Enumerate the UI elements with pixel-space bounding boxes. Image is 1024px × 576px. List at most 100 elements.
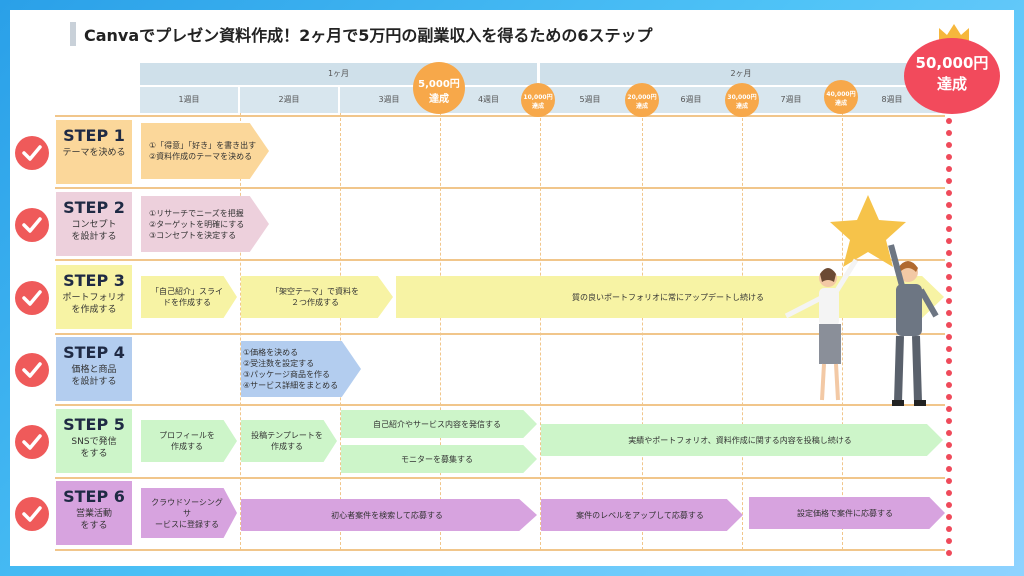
goal-line-dot bbox=[946, 202, 952, 208]
title-accent bbox=[70, 22, 76, 46]
goal-line-dot bbox=[946, 154, 952, 160]
check-icon bbox=[15, 281, 49, 315]
goal-line-dot bbox=[946, 214, 952, 220]
goal-line-dot bbox=[946, 226, 952, 232]
task-arrow: 「自己紹介」スライ ドを作成する bbox=[141, 276, 237, 318]
step-number: STEP 6 bbox=[63, 487, 125, 506]
task-arrow: 実績やポートフォリオ、資料作成に関する内容を投稿し続ける bbox=[541, 424, 943, 456]
task-arrow: 初心者案件を検索して応募する bbox=[241, 499, 537, 531]
gridline bbox=[540, 113, 541, 550]
month-header-1: 1ヶ月 bbox=[140, 63, 537, 85]
task-arrow: クラウドソーシングサ ービスに登録する bbox=[141, 488, 237, 538]
goal-line-dot bbox=[946, 442, 952, 448]
goal-line-dot bbox=[946, 430, 952, 436]
goal-line-dot bbox=[946, 250, 952, 256]
row-separator bbox=[55, 259, 945, 261]
goal-line-dot bbox=[946, 178, 952, 184]
month-header-2: 2ヶ月 bbox=[540, 63, 942, 85]
goal-line-dot bbox=[946, 274, 952, 280]
goal-line-dot bbox=[946, 334, 952, 340]
star-icon bbox=[830, 195, 906, 267]
goal-line-dot bbox=[946, 322, 952, 328]
step-6-label: STEP 6 営業活動 をする bbox=[56, 481, 132, 545]
goal-line-dot bbox=[946, 538, 952, 544]
goal-line-dot bbox=[946, 298, 952, 304]
check-icon bbox=[15, 136, 49, 170]
goal-line-dot bbox=[946, 286, 952, 292]
goal-line-dot bbox=[946, 346, 952, 352]
milestone-5000: 5,000円 達成 bbox=[413, 62, 465, 114]
goal-line-dot bbox=[946, 358, 952, 364]
goal-line-dot bbox=[946, 238, 952, 244]
check-icon bbox=[15, 425, 49, 459]
gridline bbox=[742, 113, 743, 550]
goal-line-dot bbox=[946, 166, 952, 172]
task-arrow: ①リサーチでニーズを把握 ②ターゲットを明確にする ③コンセプトを決定する bbox=[141, 196, 269, 252]
goal-line-dot bbox=[946, 490, 952, 496]
row-separator bbox=[55, 477, 945, 479]
gridline bbox=[440, 113, 441, 550]
goal-line-dot bbox=[946, 502, 952, 508]
check-icon bbox=[15, 353, 49, 387]
step-number: STEP 5 bbox=[63, 415, 125, 434]
goal-badge: 50,000円 達成 bbox=[904, 38, 1000, 114]
step-number: STEP 1 bbox=[63, 126, 125, 145]
crown-icon bbox=[937, 22, 971, 48]
goal-line-dot bbox=[946, 526, 952, 532]
goal-line-dot bbox=[946, 418, 952, 424]
celebration-illustration bbox=[784, 195, 939, 406]
step-number: STEP 3 bbox=[63, 271, 125, 290]
goal-line-dot bbox=[946, 550, 952, 556]
goal-line-dot bbox=[946, 142, 952, 148]
milestone-10000: 10,000円 達成 bbox=[521, 83, 555, 117]
step-5-label: STEP 5 SNSで発信 をする bbox=[56, 409, 132, 473]
step-title: ポートフォリオ を作成する bbox=[62, 293, 126, 315]
gridline bbox=[240, 113, 241, 550]
task-arrow: 「架空テーマ」で資料を ２つ作成する bbox=[241, 276, 393, 318]
task-arrow: 設定価格で案件に応募する bbox=[749, 497, 945, 529]
task-arrow: ①価格を決める ②受注数を設定する ③パッケージ商品を作る ④サービス詳細をまと… bbox=[241, 341, 361, 397]
task-arrow: モニターを募集する bbox=[341, 445, 537, 473]
row-separator bbox=[55, 187, 945, 189]
goal-line-dot bbox=[946, 382, 952, 388]
week-header-2: 2週目 bbox=[240, 87, 338, 113]
goal-line-dot bbox=[946, 130, 952, 136]
goal-line-dot bbox=[946, 466, 952, 472]
step-title: SNSで発信 をする bbox=[71, 437, 117, 459]
goal-line-dot bbox=[946, 190, 952, 196]
goal-line-dot bbox=[946, 118, 952, 124]
week-header-5: 5週目 bbox=[540, 87, 640, 113]
task-arrow: 案件のレベルをアップして応募する bbox=[541, 499, 743, 531]
gridline bbox=[340, 113, 341, 550]
milestone-30000: 30,000円 達成 bbox=[725, 83, 759, 117]
row-separator bbox=[55, 404, 945, 406]
step-title: 営業活動 をする bbox=[75, 509, 112, 531]
check-icon bbox=[15, 497, 49, 531]
step-number: STEP 2 bbox=[63, 198, 125, 217]
step-3-label: STEP 3 ポートフォリオ を作成する bbox=[56, 265, 132, 329]
goal-line-dot bbox=[946, 478, 952, 484]
step-4-label: STEP 4 価格と商品 を設計する bbox=[56, 337, 132, 401]
step-1-label: STEP 1 テーマを決める bbox=[56, 120, 132, 184]
milestone-40000: 40,000円 達成 bbox=[824, 80, 858, 114]
gridline bbox=[642, 113, 643, 550]
task-arrow: 質の良いポートフォリオに常にアップデートし続ける bbox=[396, 276, 944, 318]
check-icon bbox=[15, 208, 49, 242]
step-title: 価格と商品 を設計する bbox=[71, 365, 117, 387]
gridline bbox=[842, 113, 843, 550]
goal-line-dot bbox=[946, 394, 952, 400]
task-arrow: 自己紹介やサービス内容を発信する bbox=[341, 410, 537, 438]
goal-line-dot bbox=[946, 454, 952, 460]
step-2-label: STEP 2 コンセプト を設計する bbox=[56, 192, 132, 256]
milestone-20000: 20,000円 達成 bbox=[625, 83, 659, 117]
goal-line-dot bbox=[946, 406, 952, 412]
step-title: コンセプト を設計する bbox=[71, 220, 117, 242]
goal-line-dot bbox=[946, 514, 952, 520]
row-separator bbox=[55, 549, 945, 551]
woman-figure bbox=[784, 258, 859, 401]
task-arrow: 投稿テンプレートを 作成する bbox=[241, 420, 337, 462]
step-title: テーマを決める bbox=[62, 148, 126, 158]
task-arrow: プロフィールを 作成する bbox=[141, 420, 237, 462]
week-header-1: 1週目 bbox=[140, 87, 238, 113]
man-figure bbox=[888, 244, 939, 406]
